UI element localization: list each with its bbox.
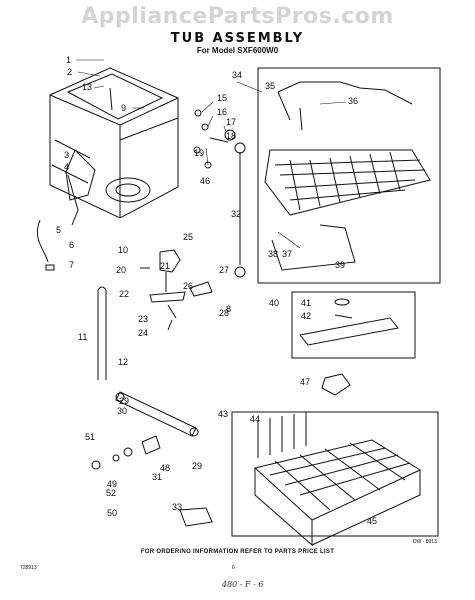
callout-11: 11 [78, 332, 87, 342]
callout-27: 27 [219, 265, 229, 275]
spray-arm-group [291, 291, 416, 359]
callout-13: 13 [82, 82, 92, 92]
handwritten-note: 480 - F - 6 [222, 580, 264, 589]
model-line: For Model SXF600W0 [196, 46, 279, 55]
callout-52: 52 [106, 488, 116, 498]
small-fasteners [193, 109, 246, 278]
callout-36: 36 [348, 96, 358, 106]
callout-42: 42 [301, 311, 311, 321]
upper-rack-group [257, 67, 441, 284]
page-title: TUB ASSEMBLY [170, 31, 305, 46]
callout-9: 9 [121, 103, 126, 113]
lower-rack-group [231, 411, 439, 547]
callout-49: 49 [107, 479, 117, 489]
callout-1: 1 [66, 55, 71, 65]
callout-23: 23 [138, 314, 148, 324]
callout-22: 22 [119, 289, 129, 299]
callout-51: 51 [85, 432, 95, 442]
lower-left-parts [91, 391, 213, 527]
callout-45: 45 [367, 516, 377, 526]
callout-3: 3 [64, 150, 69, 160]
callout-30: 30 [117, 406, 127, 416]
callout-39: 39 [335, 260, 345, 270]
leader-lines [76, 59, 347, 249]
callout-43: 43 [218, 409, 228, 419]
callout-47: 47 [300, 377, 310, 387]
callout-labels: 1 2 3 4 5 6 7 8 9 10 11 12 13 15 16 17 1… [56, 55, 377, 526]
callout-4: 4 [64, 162, 69, 172]
callout-24: 24 [138, 328, 148, 338]
tub-body [49, 67, 179, 219]
callout-41: 41 [301, 298, 311, 308]
pump-parts [36, 149, 96, 271]
wash-arm-parts [140, 249, 213, 331]
callout-2: 2 [67, 67, 72, 77]
callout-18: 18 [226, 131, 236, 141]
callout-29a: 29 [119, 396, 129, 406]
callout-21: 21 [160, 261, 170, 271]
hose [97, 286, 107, 380]
callout-32: 32 [231, 209, 241, 219]
part-47 [321, 373, 351, 396]
callout-38: 38 [268, 249, 278, 259]
callout-44: 44 [250, 414, 260, 424]
callout-46: 46 [200, 176, 210, 186]
callout-5: 5 [56, 225, 61, 235]
callout-37: 37 [282, 249, 292, 259]
sheet-id: 728913 [20, 565, 37, 571]
callout-31: 31 [152, 472, 162, 482]
callout-12: 12 [118, 357, 128, 367]
callout-16: 16 [217, 107, 227, 117]
callout-48: 48 [160, 463, 170, 473]
callout-33: 33 [172, 502, 182, 512]
callout-35: 35 [265, 81, 275, 91]
callout-19: 19 [194, 148, 204, 158]
callout-50: 50 [107, 508, 117, 518]
footer-note: FOR ORDERING INFORMATION REFER TO PARTS … [140, 549, 335, 555]
callout-26: 26 [183, 281, 193, 291]
callout-7: 7 [69, 260, 74, 270]
callout-25: 25 [183, 232, 193, 242]
page-number: 6 [232, 565, 235, 571]
callout-29b: 29 [192, 461, 202, 471]
callout-6: 6 [69, 240, 74, 250]
callout-10: 10 [118, 245, 128, 255]
watermark: AppliancePartsPros.com [81, 4, 394, 29]
callout-20: 20 [116, 265, 126, 275]
diagram-code: DW - 8913 [413, 539, 437, 545]
callout-28: 28 [219, 308, 229, 318]
callout-15: 15 [217, 93, 227, 103]
callout-34: 34 [232, 70, 242, 80]
callout-8: 8 [226, 304, 231, 314]
callout-40: 40 [269, 298, 279, 308]
callout-17: 17 [226, 117, 236, 127]
